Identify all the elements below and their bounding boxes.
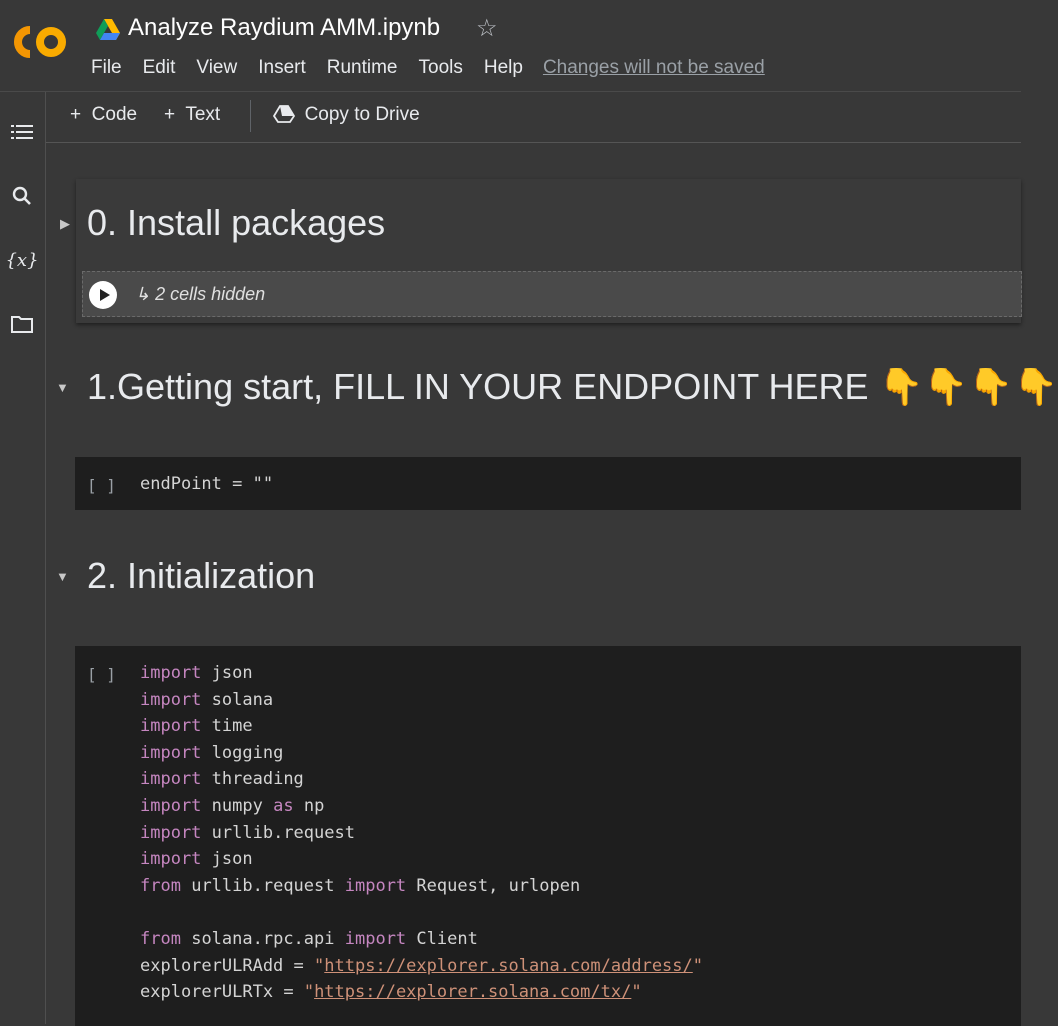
code-line[interactable]: explorerULRTx = "https://explorer.solana… [140, 982, 642, 1003]
code-line[interactable]: endPoint = "" [140, 474, 274, 494]
notebook-title[interactable]: Analyze Raydium AMM.ipynb [128, 14, 441, 41]
collapse-chevron-icon[interactable]: ▼ [56, 380, 69, 395]
copy-to-drive-label: Copy to Drive [304, 104, 420, 125]
code-editor[interactable]: import json import solana import time impor… [140, 660, 703, 1006]
endpoint-code-cell[interactable]: [ ] endPoint = "" [75, 457, 1021, 510]
plus-icon: + [70, 104, 82, 125]
code-line[interactable]: import json [140, 663, 253, 683]
code-line[interactable]: import solana [140, 689, 274, 710]
menu-help[interactable]: Help [483, 57, 523, 78]
menu-insert[interactable]: Insert [258, 57, 306, 78]
section-1-heading: 1.Getting start, FILL IN YOUR ENDPOINT H… [87, 366, 1058, 407]
code-line[interactable]: import json [140, 849, 253, 870]
code-line[interactable]: import threading [140, 769, 304, 790]
collapse-chevron-icon[interactable]: ▼ [56, 569, 69, 584]
execution-count[interactable]: [ ] [87, 665, 116, 684]
menu-view[interactable]: View [196, 57, 238, 78]
code-line[interactable] [140, 899, 703, 926]
add-text-label: Text [185, 104, 221, 125]
menu-bar: File Edit View Insert Runtime Tools Help… [91, 57, 786, 79]
code-line[interactable]: from solana.rpc.api import Client [140, 928, 478, 949]
google-drive-icon [96, 19, 120, 40]
top-header: Analyze Raydium AMM.ipynb ☆ File Edit Vi… [0, 0, 1021, 92]
run-button[interactable] [89, 281, 117, 309]
menu-tools[interactable]: Tools [418, 57, 463, 78]
expand-chevron-icon[interactable]: ▶ [60, 216, 70, 231]
code-line[interactable]: explorerULRAdd = "https://explorer.solan… [140, 955, 704, 976]
hidden-cells-bar[interactable]: ↳ 2 cells hidden [82, 271, 1022, 317]
drive-outline-icon [272, 105, 296, 123]
colab-logo[interactable] [10, 22, 72, 62]
add-code-label: Code [91, 104, 138, 125]
copy-to-drive-button[interactable]: Copy to Drive [272, 104, 420, 126]
table-of-contents-icon[interactable] [8, 118, 36, 146]
add-text-button[interactable]: + Text [164, 104, 220, 126]
section-0-heading: 0. Install packages [87, 202, 386, 243]
code-line[interactable]: from urllib.request import Request, urlo… [140, 875, 581, 896]
notebook-toolbar: + Code + Text Copy to Drive [46, 92, 1021, 143]
execution-count[interactable]: [ ] [87, 476, 116, 495]
code-line[interactable]: import logging [140, 742, 284, 763]
hidden-cells-text[interactable]: ↳ 2 cells hidden [135, 284, 265, 305]
variables-icon[interactable]: {x} [5, 249, 39, 271]
menu-runtime[interactable]: Runtime [326, 57, 398, 78]
toolbar-divider [250, 100, 251, 132]
star-icon[interactable]: ☆ [476, 15, 498, 42]
menu-edit[interactable]: Edit [142, 57, 176, 78]
folder-icon[interactable] [8, 310, 36, 338]
code-line[interactable]: import urllib.request [140, 822, 355, 843]
left-rail: {x} [0, 92, 46, 1024]
add-code-button[interactable]: + Code [70, 104, 137, 126]
section-2-heading: 2. Initialization [87, 555, 316, 596]
code-line[interactable]: import numpy as np [140, 795, 325, 816]
search-icon[interactable] [8, 182, 36, 210]
menu-file[interactable]: File [91, 57, 122, 78]
hidden-cells-label: 2 cells hidden [155, 284, 266, 304]
return-arrow-icon: ↳ [135, 284, 151, 304]
notebook-body: ▶ 0. Install packages ↳ 2 cells hidden ▼… [46, 143, 1058, 1026]
plus-icon: + [164, 104, 176, 125]
code-line[interactable]: import time [140, 716, 253, 737]
changes-not-saved-link[interactable]: Changes will not be saved [542, 57, 765, 78]
